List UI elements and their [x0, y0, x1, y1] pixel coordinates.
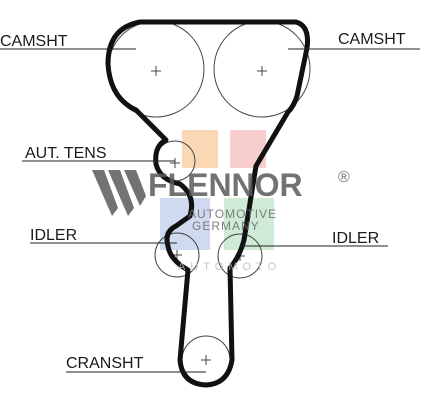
watermark-logo: FLENNOR ® AUTOMOTIVE GERMANY AUTOMOTO — [92, 167, 350, 273]
watermark-orange-block — [182, 130, 218, 168]
label-camshaft-right: CAMSHT — [338, 31, 406, 48]
label-camshaft-left: CAMSHT — [0, 33, 68, 50]
watermark-brand: FLENNOR — [148, 167, 303, 203]
label-idler-left: IDLER — [30, 227, 77, 244]
leader-lines — [0, 48, 420, 373]
label-idler-right: IDLER — [332, 230, 379, 247]
label-auto-tensioner: AUT. TENS — [25, 145, 107, 162]
component-labels: CAMSHT CAMSHT AUT. TENS IDLER IDLER CRAN… — [0, 31, 406, 372]
timing-belt — [105, 19, 310, 388]
watermark-line1: AUTOMOTIVE — [188, 207, 277, 221]
label-crankshaft: CRANSHT — [66, 355, 144, 372]
watermark-logo-mark-icon — [92, 170, 146, 216]
watermark-line3: AUTOMOTO — [178, 261, 281, 273]
idler-right-pulley — [217, 233, 263, 279]
watermark-line2: GERMANY — [192, 219, 260, 233]
idler-left-pulley — [154, 232, 200, 278]
watermark-registered-mark: ® — [338, 169, 350, 186]
